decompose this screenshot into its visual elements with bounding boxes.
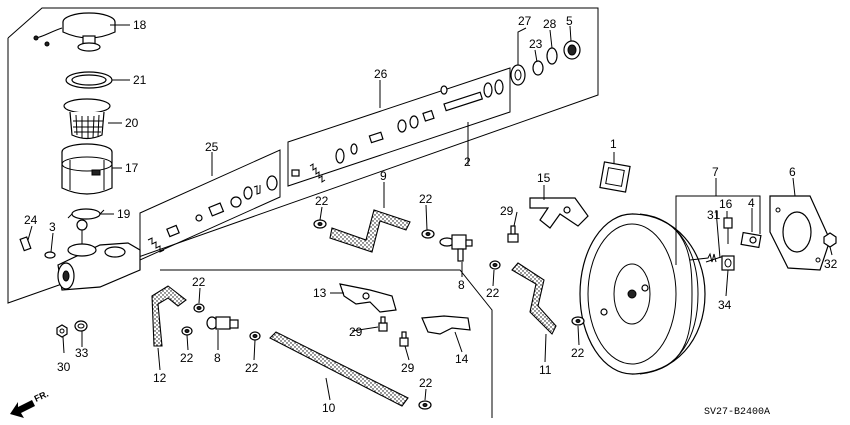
washer-3 (44, 251, 56, 259)
booster-sticker-1 (599, 161, 631, 193)
callout-20: 20 (125, 116, 139, 130)
callout-28: 28 (543, 17, 557, 31)
callout-34: 34 (718, 298, 732, 312)
hose-group-frame (160, 269, 493, 418)
callout-19: 19 (117, 207, 131, 221)
callout-29-low: 29 (401, 361, 415, 375)
nut-30 (56, 324, 68, 338)
clip-22-d (193, 303, 205, 313)
reservoir-strainer (63, 98, 111, 140)
callout-21: 21 (133, 73, 147, 87)
clip-22-b (421, 229, 435, 239)
callout-22-d: 22 (192, 275, 206, 289)
gasket-6 (769, 195, 831, 271)
ring-28 (546, 47, 558, 65)
hose-12 (151, 285, 187, 347)
check-valve-8-lower (206, 316, 239, 330)
bracket-13 (339, 283, 397, 313)
callout-24: 24 (24, 213, 38, 227)
callout-29-upper: 29 (500, 204, 514, 218)
callout-22-b: 22 (419, 192, 433, 206)
callout-26: 26 (374, 67, 388, 81)
reservoir-seal-ring (65, 71, 113, 89)
callout-22-e: 22 (180, 351, 194, 365)
bolt-29-low (399, 331, 409, 347)
callout-22-g: 22 (571, 346, 585, 360)
nut-34 (721, 255, 735, 271)
clip-22-h (418, 400, 432, 410)
master-cylinder-body (57, 219, 141, 291)
reservoir-body (61, 143, 113, 195)
callout-15: 15 (537, 171, 551, 185)
callout-9: 9 (380, 169, 387, 183)
front-direction-arrow-icon: FR. (10, 389, 50, 418)
callout-17: 17 (125, 161, 139, 175)
callout-23: 23 (529, 37, 543, 51)
check-valve-8-upper (439, 234, 473, 262)
hose-9 (329, 209, 411, 253)
callout-8-upper: 8 (458, 278, 465, 292)
callout-1: 1 (610, 137, 617, 151)
callout-22-a: 22 (315, 194, 329, 208)
callout-30: 30 (57, 360, 71, 374)
callout-12: 12 (153, 371, 167, 385)
callout-25: 25 (205, 140, 219, 154)
callout-8-lower: 8 (214, 351, 221, 365)
washer-33 (74, 320, 88, 332)
kit-25-frame (139, 149, 281, 261)
bolt-29-upper (507, 225, 519, 243)
callout-14: 14 (455, 352, 469, 366)
piston-kit-26 (291, 79, 504, 183)
front-direction-label: FR. (33, 389, 50, 404)
kit-26-frame (287, 67, 511, 187)
callout-29-mid: 29 (349, 325, 363, 339)
leader-lines (27, 24, 833, 401)
seal-5 (563, 40, 581, 60)
callout-27: 27 (518, 14, 532, 28)
callout-22-c: 22 (486, 286, 500, 300)
reservoir-cap (33, 12, 116, 52)
bolt-16 (723, 217, 733, 244)
piston-kit-25 (147, 175, 278, 253)
callout-18: 18 (133, 18, 147, 32)
callout-4: 4 (748, 196, 755, 210)
callout-6: 6 (789, 165, 796, 179)
callout-31: 31 (707, 208, 721, 222)
clip-22-c (489, 260, 501, 270)
callout-22-h: 22 (419, 376, 433, 390)
clip-22-g (571, 316, 585, 326)
brake-booster (579, 213, 725, 375)
bracket-14 (421, 315, 471, 335)
clip-22-a (313, 219, 327, 229)
callout-16: 16 (719, 197, 733, 211)
callout-10: 10 (322, 401, 336, 415)
callout-7: 7 (712, 165, 719, 179)
clip-22-f (249, 331, 261, 341)
callout-2: 2 (464, 155, 471, 169)
diagram-code: SV27-B2400A (704, 407, 770, 418)
callout-numbers: 18 21 20 17 19 24 3 30 33 25 26 2 27 23 … (24, 14, 838, 415)
callout-33: 33 (75, 346, 89, 360)
seal-27 (510, 64, 526, 86)
bracket-15 (529, 197, 589, 229)
callout-13: 13 (313, 286, 327, 300)
pipe-10 (269, 331, 409, 407)
callout-3: 3 (49, 220, 56, 234)
bolt-24 (19, 236, 32, 252)
bolt-29-mid (378, 316, 388, 332)
nut-32 (823, 232, 837, 248)
clip-22-e (181, 326, 193, 336)
callout-5: 5 (566, 14, 573, 28)
callout-32: 32 (824, 257, 838, 271)
ring-23 (532, 60, 544, 76)
clevis-4 (740, 231, 762, 249)
reservoir-clip (67, 208, 105, 220)
callout-11: 11 (539, 363, 552, 377)
callout-22-f: 22 (245, 361, 259, 375)
hose-11 (511, 262, 557, 335)
